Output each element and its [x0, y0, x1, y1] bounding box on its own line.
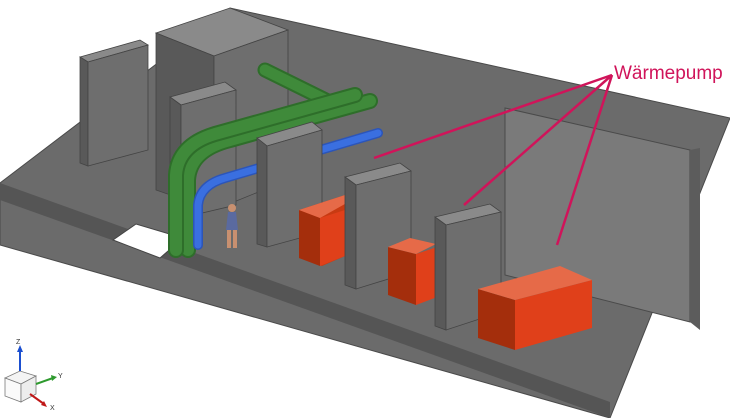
- heat-pump-3: [478, 266, 592, 350]
- x-axis-label: X: [50, 405, 55, 412]
- x-axis-arrow: [29, 393, 45, 405]
- column-1: [256, 121, 323, 248]
- orientation-cube-icon[interactable]: Z Y X: [3, 339, 63, 412]
- person-figure-icon: [226, 204, 238, 248]
- z-axis-label: Z: [16, 339, 21, 346]
- green-pipe-system: [168, 62, 378, 258]
- y-axis-arrow: [35, 377, 54, 385]
- right-wall-end: [690, 148, 700, 330]
- left-tower: [79, 39, 149, 167]
- y-axis-label: Y: [58, 373, 63, 380]
- blue-pipe: [193, 128, 383, 250]
- heat-pump-2: [388, 238, 440, 305]
- heat-pump-1: [299, 195, 352, 266]
- callout-leaders: [373, 73, 614, 246]
- callout-label: Wärmepump: [614, 63, 723, 84]
